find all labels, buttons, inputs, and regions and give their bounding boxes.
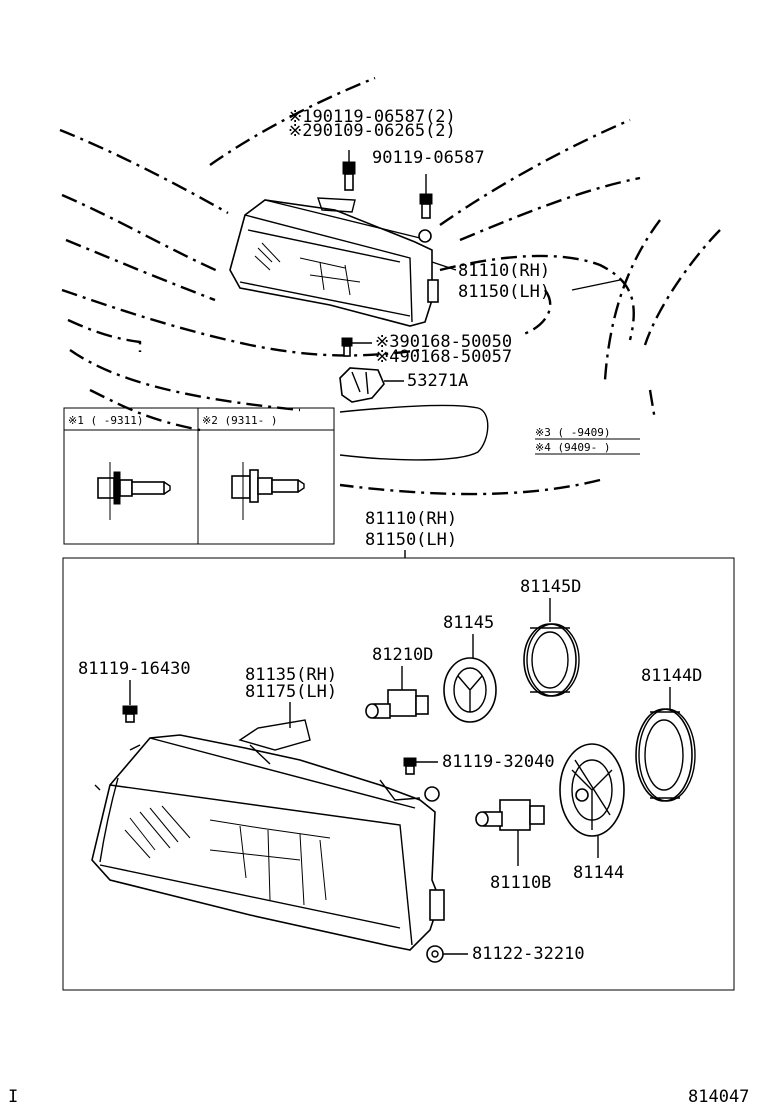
label-socket-b: 81144: [573, 863, 624, 883]
socket-b-illustration: [559, 743, 625, 837]
label-lamp-lh-mid: 81150(LH): [365, 530, 457, 550]
label-lamp-rh-top: 81110(RH): [458, 261, 550, 281]
inset-1-bolt: [97, 462, 171, 520]
label-clip-a: 81119-16430: [78, 659, 191, 679]
bulb-b-illustration: [475, 799, 545, 831]
label-mount-lh: 81175(LH): [245, 682, 337, 702]
label-screw-a: ※190119-06587(2): [288, 107, 456, 127]
label-nut: 81122-32210: [472, 944, 585, 964]
label-mount-rh: 81135(RH): [245, 665, 337, 685]
bracket-illustration: [339, 367, 385, 403]
socket-a-illustration: [443, 657, 497, 723]
label-socket-a: 81145: [443, 613, 494, 633]
bulb-a-illustration: [365, 689, 429, 719]
headlamp-main-illustration: [91, 719, 445, 951]
note-4: ※4 (9409- ): [535, 441, 610, 454]
screw-top-left: [342, 150, 356, 191]
inset-boxes: [63, 407, 335, 545]
inset-2-bolt: [231, 462, 305, 520]
headlamp-top-illustration: [229, 197, 439, 327]
leader-lamp-top-2: [571, 279, 621, 291]
nut-illustration: [426, 945, 468, 963]
note-3: ※3 ( -9409): [535, 426, 610, 439]
exploded-view-frame: [62, 557, 735, 991]
cover-a-illustration: [523, 623, 580, 697]
label-clip-b: 81119-32040: [442, 752, 555, 772]
label-bracket: 53271A: [407, 371, 468, 391]
cover-b-illustration: [635, 708, 696, 802]
label-bulb-a: 81210D: [372, 645, 433, 665]
body-outline-dashes: [59, 76, 721, 496]
label-lamp-rh-mid: 81110(RH): [365, 509, 457, 529]
label-screw-c: 90119-06587: [372, 148, 485, 168]
screw-mid: [341, 337, 372, 357]
screw-top-right: [419, 174, 433, 219]
diagram-number: 814047: [688, 1087, 749, 1107]
inset-2-title: ※2 (9311- ): [202, 414, 277, 427]
clip-b-illustration: [403, 757, 438, 775]
inset-1-title: ※1 ( -9311): [68, 414, 143, 427]
label-screw-b: ※290109-06265(2): [288, 121, 456, 141]
label-screw-d: ※390168-50050: [375, 332, 512, 352]
label-bulb-b: 81110B: [490, 873, 551, 893]
leader-lamp-top: [431, 261, 457, 271]
label-cover-b: 81144D: [641, 666, 702, 686]
label-cover-a: 81145D: [520, 577, 581, 597]
label-lamp-lh-top: 81150(LH): [458, 282, 550, 302]
footer-mark: I: [8, 1087, 18, 1107]
label-screw-e: ※490168-50057: [375, 347, 512, 367]
clip-a-illustration: [122, 680, 138, 723]
